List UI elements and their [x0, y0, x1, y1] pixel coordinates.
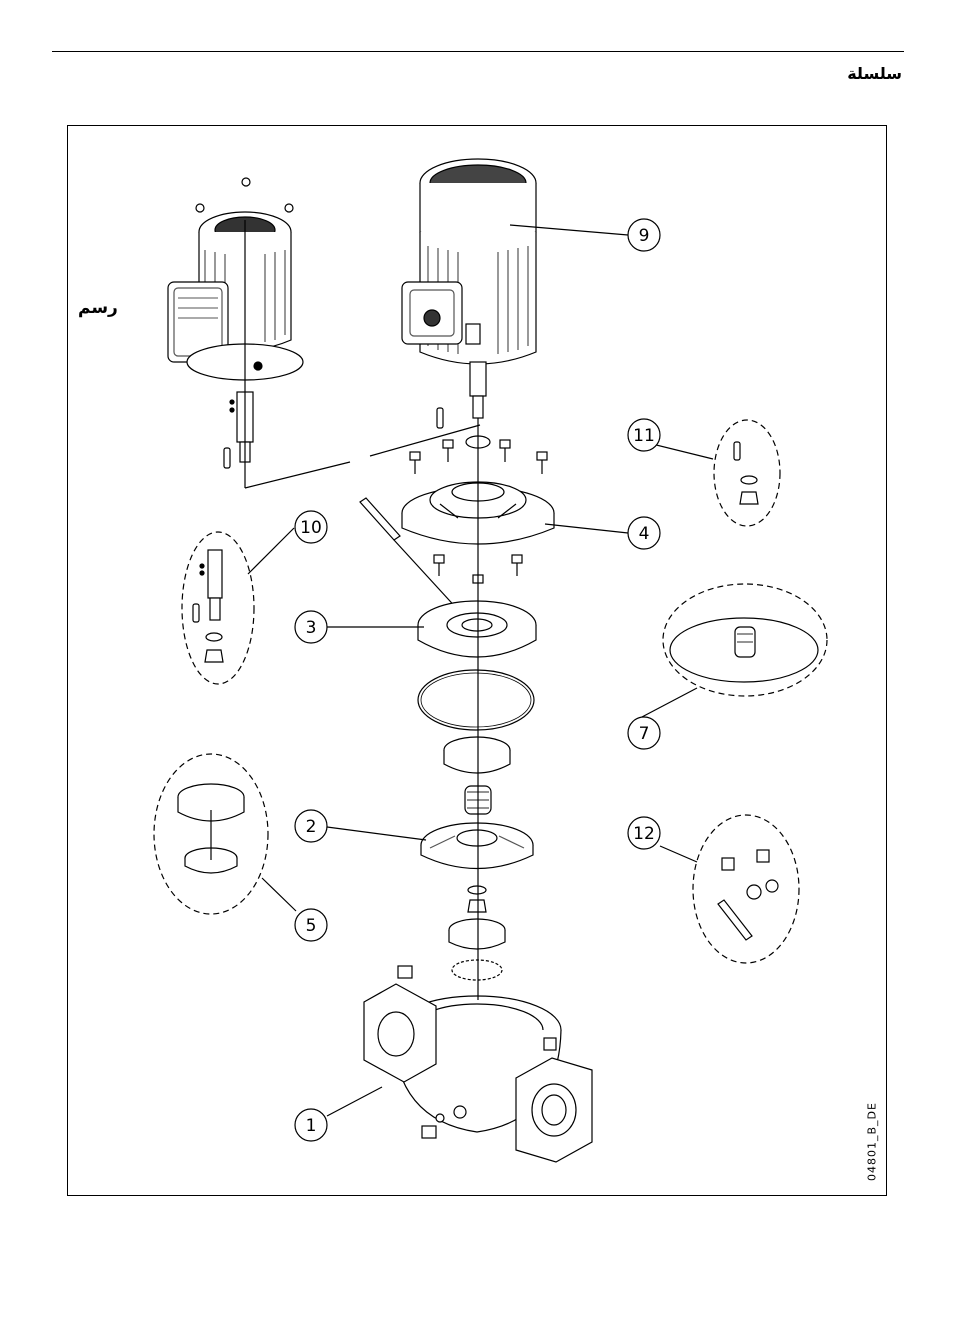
impeller-washer	[468, 886, 486, 894]
small-motor	[168, 178, 303, 488]
callout-7-label: 7	[639, 724, 650, 744]
detail-11-parts	[734, 442, 758, 504]
main-motor	[402, 159, 536, 418]
callout-12-label: 12	[633, 824, 655, 844]
callout-2-label: 2	[306, 817, 317, 837]
key	[437, 408, 443, 428]
callout-10: 10	[295, 511, 327, 543]
impeller	[421, 823, 533, 869]
detail-5-rings	[178, 784, 244, 873]
drawing-code-text: 04801_B_DE	[866, 1092, 879, 1192]
callout-5-label: 5	[306, 916, 317, 936]
callout-11-label: 11	[633, 426, 655, 446]
callout-3: 3	[295, 611, 327, 643]
callout-2: 2	[295, 810, 327, 842]
wear-ring-top	[449, 919, 505, 949]
callout-4: 4	[628, 517, 660, 549]
callout-10-label: 10	[300, 518, 322, 538]
split-ring	[444, 737, 510, 773]
callout-4-label: 4	[639, 524, 650, 544]
callout-9-label: 9	[639, 226, 650, 246]
seal-cover	[418, 601, 536, 657]
callout-7: 7	[628, 717, 660, 749]
callout-1-label: 1	[306, 1116, 317, 1136]
callout-9: 9	[628, 219, 660, 251]
callout-11: 11	[628, 419, 660, 451]
impeller-nut	[468, 900, 486, 912]
wear-ring-bottom	[452, 960, 502, 980]
detail-10-shaft	[193, 550, 223, 662]
detail-7-seal	[670, 618, 818, 682]
callout-12: 12	[628, 817, 660, 849]
detail-12-parts	[718, 850, 778, 940]
callout-5: 5	[295, 909, 327, 941]
drawing-code: 04801_B_DE	[862, 1100, 886, 1190]
o-ring	[418, 670, 534, 730]
callout-3-label: 3	[306, 618, 317, 638]
callout-1: 1	[295, 1109, 327, 1141]
